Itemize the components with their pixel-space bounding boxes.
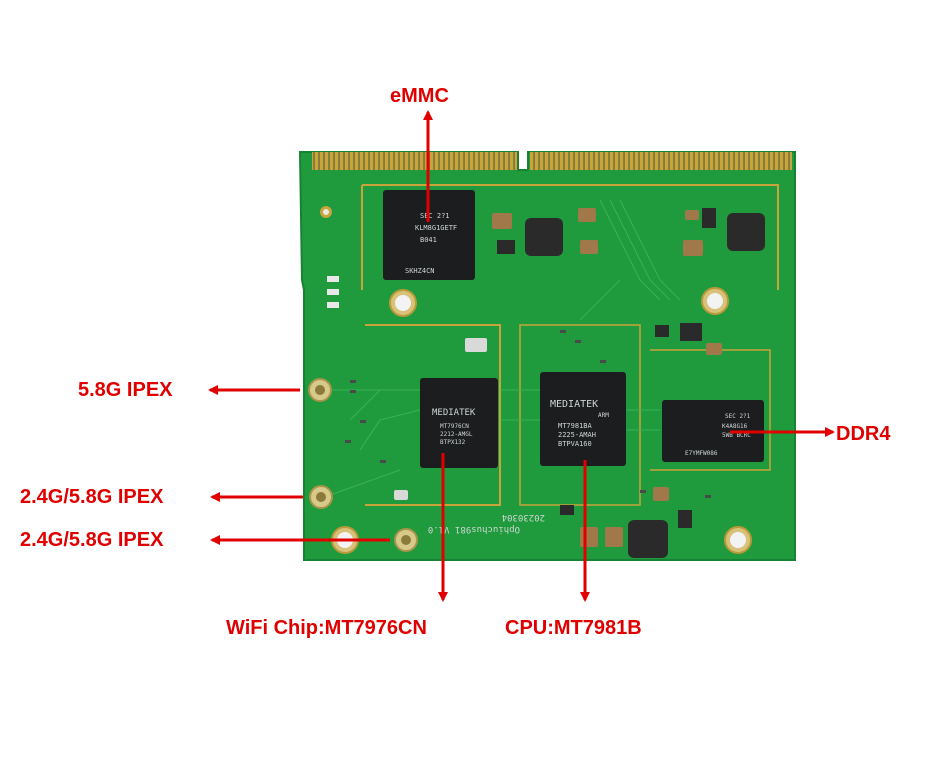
svg-text:SKHZ4CN: SKHZ4CN	[405, 267, 435, 275]
svg-text:ARM: ARM	[598, 412, 609, 419]
svg-text:MT7981BA: MT7981BA	[558, 422, 593, 430]
svg-text:5WB BCRC: 5WB BCRC	[722, 432, 751, 439]
svg-text:MT7976CN: MT7976CN	[440, 423, 469, 430]
pcb-board: 20230304 Ophiuchus981 V1.0	[298, 151, 796, 561]
svg-text:B041: B041	[420, 236, 437, 244]
ipex-connector-dual-2	[394, 528, 418, 552]
silkscreen-date: 20230304	[502, 512, 545, 522]
cpu-chip: MEDIATEK ARM MT7981BA 2225-AMAH BTPVA160	[540, 372, 626, 466]
inductor	[727, 213, 765, 251]
svg-text:SEC 2?1: SEC 2?1	[420, 212, 450, 220]
wifi-chip: MEDIATEK MT7976CN 2212-AMGL BTPX132	[420, 378, 498, 468]
svg-text:KLM8G1GETF: KLM8G1GETF	[415, 224, 457, 232]
edge-connector-left	[312, 152, 517, 170]
svg-text:BTPVA160: BTPVA160	[558, 440, 592, 448]
led	[327, 289, 339, 295]
svg-text:E7YMFW086: E7YMFW086	[685, 450, 718, 457]
silkscreen-board: Ophiuchus981 V1.0	[428, 524, 520, 534]
ddr4-chip: SEC 2?1 K4A8G16 5WB BCRC E7YMFW086	[662, 400, 764, 462]
label-5g8-ipex: 5.8G IPEX	[78, 379, 173, 401]
svg-text:BTPX132: BTPX132	[440, 439, 466, 446]
label-emmc: eMMC	[390, 85, 449, 107]
label-ddr4: DDR4	[836, 423, 891, 445]
svg-text:2212-AMGL: 2212-AMGL	[440, 431, 473, 438]
edge-connector-right	[530, 152, 792, 170]
label-dual-ipex-1: 2.4G/5.8G IPEX	[20, 486, 164, 508]
inductor	[525, 218, 563, 256]
ipex-connector-5g8	[308, 378, 332, 402]
svg-text:SEC 2?1: SEC 2?1	[725, 413, 751, 420]
svg-text:MEDIATEK: MEDIATEK	[432, 408, 476, 418]
label-cpu: CPU:MT7981B	[505, 617, 642, 639]
led	[327, 276, 339, 282]
svg-text:K4A8G16: K4A8G16	[722, 423, 748, 430]
label-wifi-chip: WiFi Chip:MT7976CN	[226, 617, 427, 639]
svg-text:2225-AMAH: 2225-AMAH	[558, 431, 596, 439]
label-dual-ipex-2: 2.4G/5.8G IPEX	[20, 529, 164, 551]
ipex-connector-dual-1	[309, 485, 333, 509]
led	[327, 302, 339, 308]
svg-text:MEDIATEK: MEDIATEK	[550, 399, 598, 410]
inductor	[628, 520, 668, 558]
emmc-chip: SEC 2?1 KLM8G1GETF B041 SKHZ4CN	[383, 190, 475, 280]
